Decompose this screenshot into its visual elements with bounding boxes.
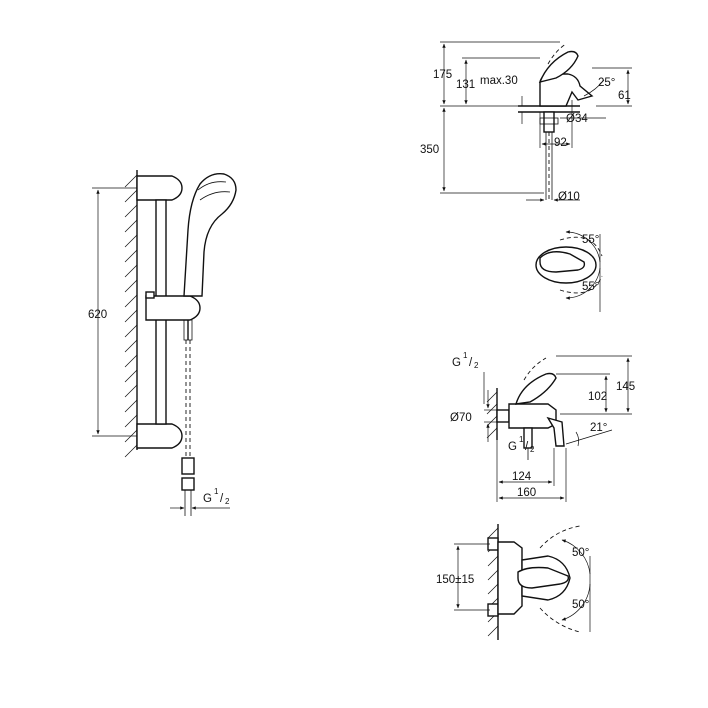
bath-swing-upper <box>539 525 581 549</box>
bath-thread-bottom-label: G <box>508 441 517 453</box>
width-160-label: 160 <box>517 487 536 499</box>
height-102-label: 102 <box>588 391 607 403</box>
dia-70-label: Ø70 <box>450 412 472 424</box>
shower-rail-drawing: 620 G 1 / 2 <box>88 170 237 516</box>
basin-top-lever <box>539 251 586 273</box>
bath-eccentric <box>496 409 510 423</box>
dia-10-label: Ø10 <box>558 191 580 203</box>
height-61-label: 61 <box>618 90 631 102</box>
lever-open-position <box>547 43 567 65</box>
svg-text:2: 2 <box>530 445 535 454</box>
svg-text:2: 2 <box>474 361 479 370</box>
height-131-label: 131 <box>456 79 475 91</box>
upper-wall-bracket <box>136 175 183 201</box>
height-620-label: 620 <box>88 309 107 321</box>
angle-50-upper-label: 50° <box>572 547 589 559</box>
basin-mixer-lever <box>538 50 579 84</box>
width-92-label: 92 <box>554 137 567 149</box>
hose-fitting <box>181 477 195 491</box>
hose-cone <box>183 319 193 341</box>
hose-thread-label: G <box>203 493 212 505</box>
bath-lever-open-position <box>523 357 547 381</box>
bath-top-body <box>497 541 523 615</box>
svg-text:/: / <box>220 493 224 505</box>
distance-150-label: 150±15 <box>436 574 474 586</box>
bath-thread-top-label: G <box>452 357 461 369</box>
angle-21-label: 21° <box>590 422 607 434</box>
svg-text:1: 1 <box>519 435 524 444</box>
height-175-label: 175 <box>433 69 452 81</box>
max30-label: max.30 <box>480 75 518 87</box>
width-124-label: 124 <box>512 471 532 483</box>
mixer-shank <box>543 111 555 133</box>
svg-text:1: 1 <box>463 351 468 360</box>
basin-top-view: 55° 55° <box>535 230 603 312</box>
angle-55-lower-label: 55° <box>582 281 599 293</box>
slider-knob <box>145 291 155 299</box>
lower-wall-bracket <box>136 423 183 449</box>
bath-top-view: 50° 50° 150±15 <box>436 524 591 640</box>
bath-top-lever <box>517 566 570 589</box>
bath-mixer-drawing: G 1 / 2 Ø70 G 1 / 2 102 145 21° 124 160 <box>450 351 635 502</box>
rail-slider <box>145 295 201 321</box>
height-350-label: 350 <box>420 144 439 156</box>
angle-25-label: 25° <box>598 77 615 89</box>
shower-head-face <box>197 181 227 191</box>
svg-text:/: / <box>525 441 529 453</box>
wall-hatch <box>124 170 138 458</box>
hose-nut <box>181 457 195 475</box>
dia-34-label: Ø34 <box>566 113 588 125</box>
svg-text:/: / <box>469 357 473 369</box>
bath-mixer-body <box>508 403 557 429</box>
angle-55-upper-label: 55° <box>582 234 599 246</box>
angle-50-lower-label: 50° <box>572 599 589 611</box>
bath-mixer-lever <box>515 372 557 405</box>
hand-shower <box>183 173 237 297</box>
height-145-label: 145 <box>616 381 635 393</box>
hose-thread-sub: 2 <box>225 497 230 506</box>
basin-mixer-drawing: 175 131 max.30 350 25° 61 Ø34 92 Ø10 <box>420 41 632 203</box>
bath-spout <box>546 416 565 447</box>
hose-thread-sup: 1 <box>214 487 219 496</box>
